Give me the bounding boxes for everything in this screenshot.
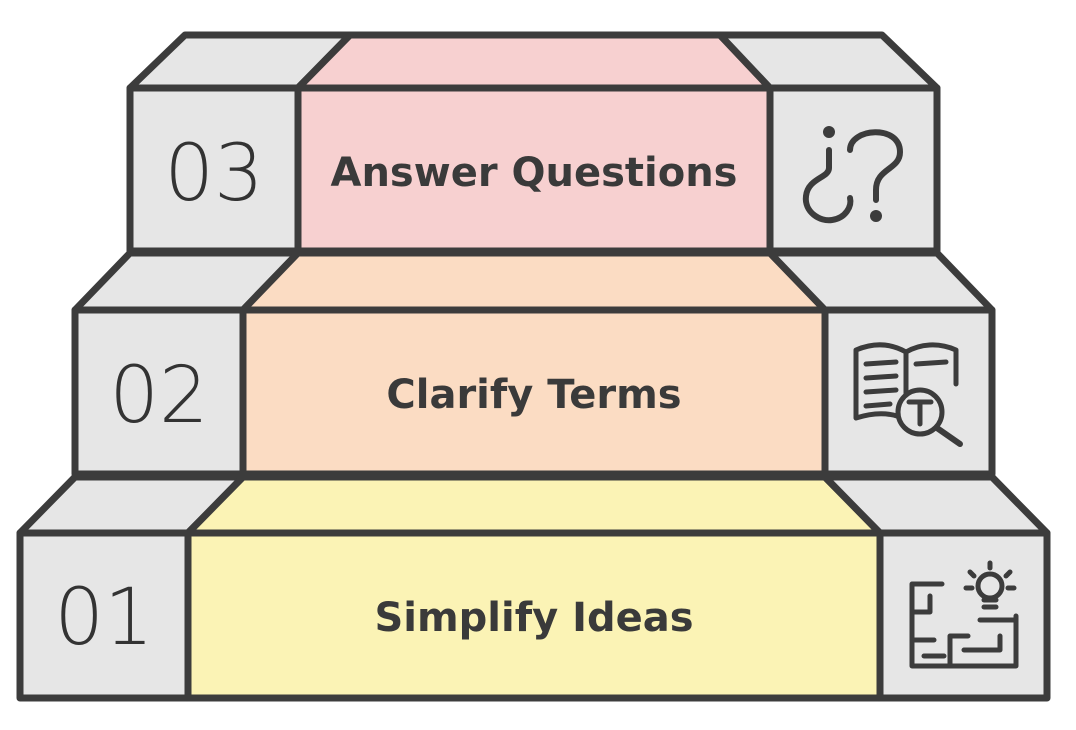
step-03-number-block — [126, 84, 302, 255]
step-01 — [16, 473, 1051, 702]
book-search-icon — [853, 342, 963, 447]
question-marks-icon — [802, 126, 903, 224]
step-01-label: Simplify Ideas — [374, 595, 693, 641]
step-02-number: 02 — [109, 351, 208, 441]
step-02-top-center — [239, 249, 829, 314]
step-01-label-block — [184, 529, 884, 702]
step-01-icon-block — [876, 529, 1051, 702]
idea-blueprint-icon — [909, 560, 1019, 669]
step-02 — [71, 249, 996, 478]
step-02-label-block — [239, 306, 829, 478]
step-01-number-block — [16, 529, 192, 702]
step-03-icon-block — [766, 84, 941, 255]
step-01-number: 01 — [54, 573, 153, 663]
step-01-top-center — [184, 473, 884, 537]
step-03 — [126, 31, 941, 255]
step-03-label: Answer Questions — [331, 150, 738, 196]
step-03-number: 03 — [164, 129, 263, 219]
step-02-label: Clarify Terms — [386, 372, 681, 418]
step-03-top-center — [294, 31, 774, 92]
